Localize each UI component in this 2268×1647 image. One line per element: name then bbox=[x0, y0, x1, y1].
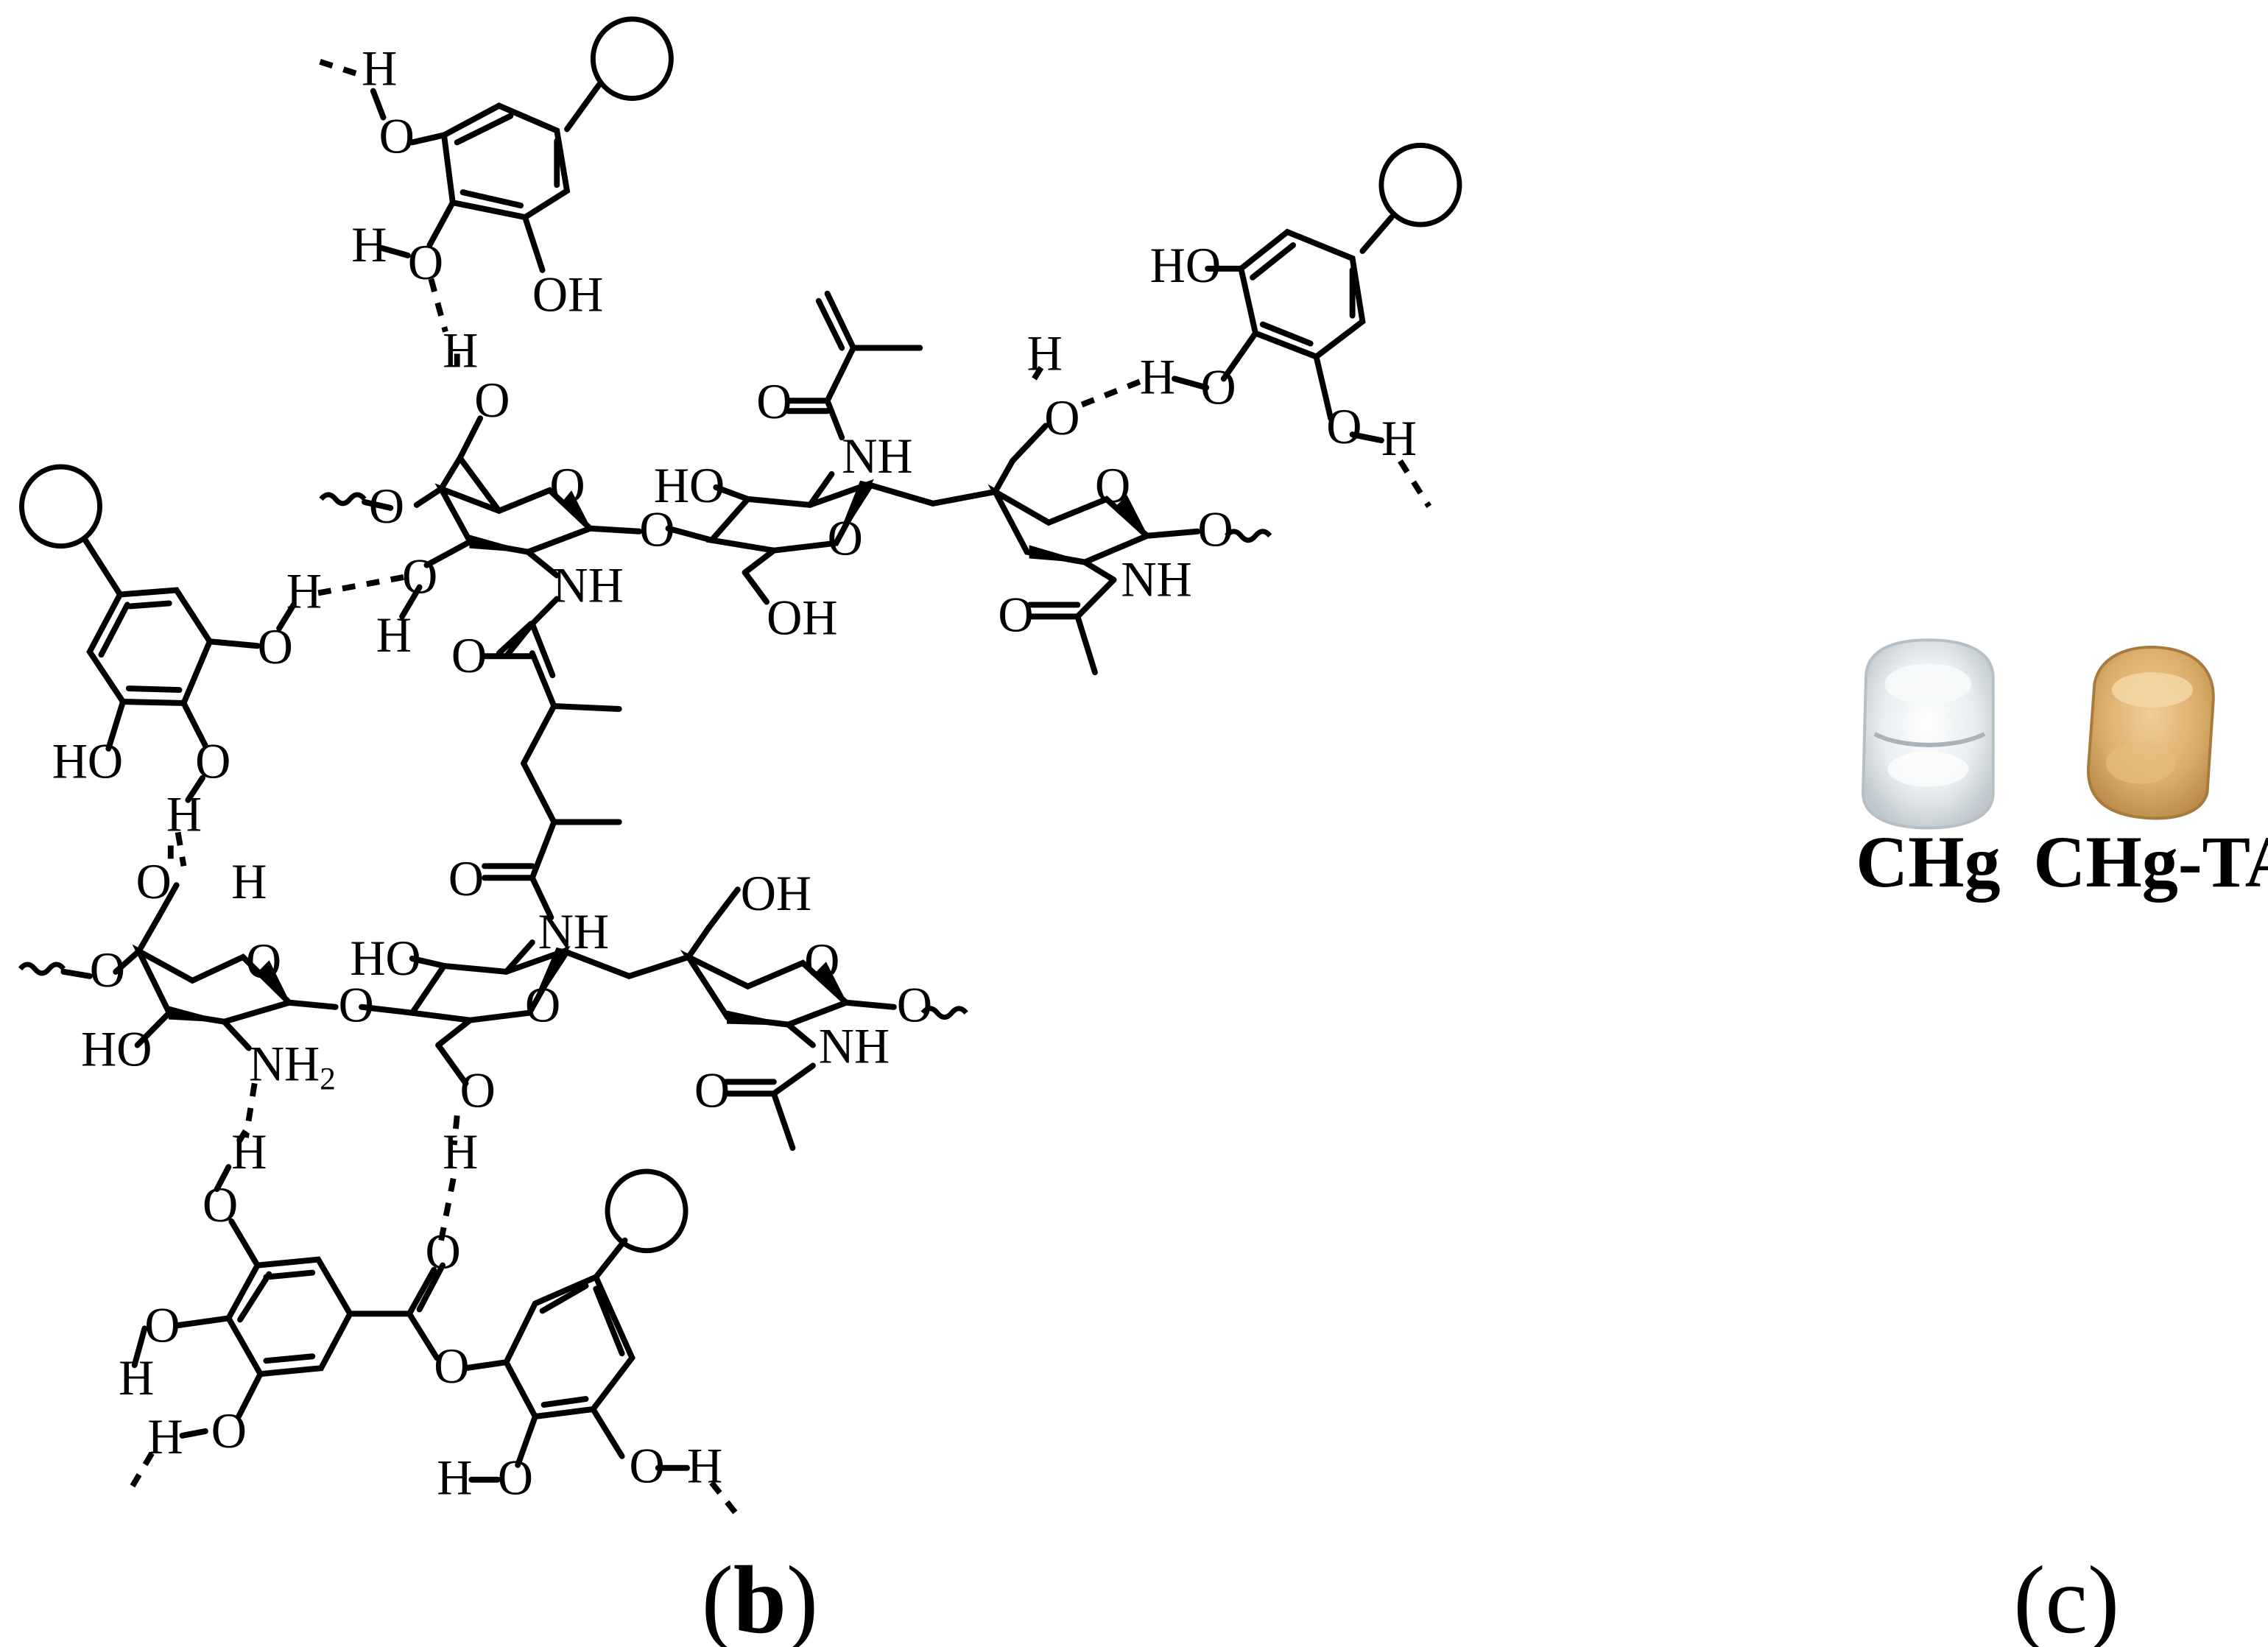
chitosan-unit-1 bbox=[319, 349, 643, 921]
atom-O: O bbox=[144, 1297, 180, 1353]
atom-NH2: NH2 bbox=[249, 1036, 336, 1096]
atom-H: H bbox=[147, 1408, 183, 1464]
atom-O: O bbox=[549, 457, 585, 513]
atom-O: O bbox=[379, 108, 415, 164]
atom-O: O bbox=[426, 1224, 461, 1280]
atom-O: O bbox=[639, 501, 675, 557]
atom-OH: OH bbox=[767, 590, 837, 646]
galloyl-ring-left bbox=[19, 464, 406, 867]
atom-NH: NH bbox=[552, 557, 623, 613]
atom-O: O bbox=[629, 1438, 664, 1494]
atom-HO: HO bbox=[350, 930, 420, 986]
atom-HO: HO bbox=[52, 733, 123, 789]
sample-label-chg: CHg bbox=[1856, 822, 2000, 903]
atom-H: H bbox=[1027, 325, 1063, 381]
galloyl-ring-bottom-right bbox=[462, 1168, 743, 1522]
atom-O: O bbox=[525, 977, 560, 1033]
atom-O: O bbox=[756, 374, 792, 430]
atom-O: O bbox=[474, 373, 510, 428]
atom-O: O bbox=[90, 942, 125, 998]
atom-H: H bbox=[362, 40, 397, 96]
atom-O: O bbox=[136, 854, 172, 910]
atom-H: H bbox=[443, 322, 478, 378]
atom-OH: OH bbox=[741, 866, 811, 922]
atom-O: O bbox=[804, 933, 839, 989]
atom-NH: NH bbox=[819, 1018, 890, 1074]
atom-O: O bbox=[1197, 501, 1233, 557]
atom-H: H bbox=[231, 854, 267, 910]
atom-H: H bbox=[687, 1438, 722, 1494]
atom-O: O bbox=[258, 619, 293, 675]
chitosan-unit-4 bbox=[18, 836, 339, 1138]
chitosan-unit-3 bbox=[987, 365, 1272, 676]
atom-NH: NH bbox=[538, 904, 609, 960]
tannic-core-circle bbox=[19, 464, 102, 549]
atom-O: O bbox=[460, 1062, 496, 1118]
atom-HO: HO bbox=[654, 457, 725, 513]
atom-O: O bbox=[828, 510, 863, 566]
galloyl-ring-top-right bbox=[1072, 142, 1462, 509]
hydrogel-photos: CHg CHg-TA (c) bbox=[1856, 638, 2268, 1647]
sample-label-chg-ta: CHg-TA bbox=[2033, 822, 2268, 903]
galloyl-ring-top-left bbox=[310, 16, 674, 333]
tannic-core-circle bbox=[605, 1168, 688, 1254]
atom-NH2-subscript: 2 bbox=[320, 1061, 336, 1096]
tannic-core-circle bbox=[590, 16, 674, 102]
atom-O: O bbox=[998, 587, 1033, 643]
tannic-core-circle bbox=[1378, 142, 1462, 228]
panel-label-b: (b) bbox=[702, 1547, 818, 1647]
atom-H: H bbox=[376, 607, 412, 663]
chemical-structure: H O H O OH H O HO H H O O O H O NH HO O … bbox=[18, 16, 1462, 1647]
atom-H: H bbox=[119, 1350, 154, 1406]
atom-H: H bbox=[1140, 349, 1175, 405]
atom-HO: HO bbox=[1150, 237, 1221, 293]
chitosan-unit-2 bbox=[665, 290, 999, 605]
atom-O: O bbox=[498, 1450, 533, 1506]
atom-H: H bbox=[437, 1450, 472, 1506]
atom-O: O bbox=[339, 977, 374, 1033]
atom-O: O bbox=[1095, 457, 1130, 513]
atom-O: O bbox=[1044, 390, 1080, 446]
atom-O: O bbox=[694, 1062, 730, 1118]
atom-NH: NH bbox=[1121, 551, 1191, 607]
atom-O: O bbox=[195, 733, 230, 789]
atom-labels: H O H O OH H O HO H H O O O H O NH HO O … bbox=[52, 40, 1417, 1506]
atom-O: O bbox=[1326, 399, 1362, 455]
atom-O: O bbox=[202, 1177, 238, 1232]
atom-O: O bbox=[448, 851, 484, 907]
atom-H: H bbox=[166, 786, 202, 842]
sample-chg-photo bbox=[1862, 638, 1995, 830]
atom-H: H bbox=[443, 1124, 478, 1180]
atom-H: H bbox=[351, 216, 387, 272]
atom-O: O bbox=[402, 549, 437, 604]
atom-O: O bbox=[897, 977, 932, 1033]
atom-O: O bbox=[434, 1339, 469, 1394]
atom-H: H bbox=[1381, 411, 1417, 467]
atom-O: O bbox=[1200, 359, 1236, 415]
atom-OH: OH bbox=[532, 267, 603, 322]
atom-H: H bbox=[286, 563, 322, 619]
panel-label-c: (c) bbox=[2013, 1547, 2119, 1647]
atom-O: O bbox=[211, 1403, 247, 1459]
atom-H: H bbox=[231, 1124, 267, 1180]
sample-chg-ta-photo bbox=[2086, 645, 2215, 820]
atom-O: O bbox=[246, 933, 281, 989]
atom-NH: NH bbox=[842, 428, 912, 484]
atom-HO: HO bbox=[81, 1021, 152, 1077]
atom-O: O bbox=[451, 628, 487, 684]
galloyl-ester-ring bbox=[127, 1129, 457, 1492]
atom-NH2-main: NH bbox=[249, 1036, 320, 1092]
chitosan-unit-5 bbox=[359, 939, 691, 1146]
atom-O: O bbox=[408, 234, 443, 290]
chitosan-unit-6 bbox=[680, 886, 968, 1152]
atom-O: O bbox=[369, 478, 404, 534]
